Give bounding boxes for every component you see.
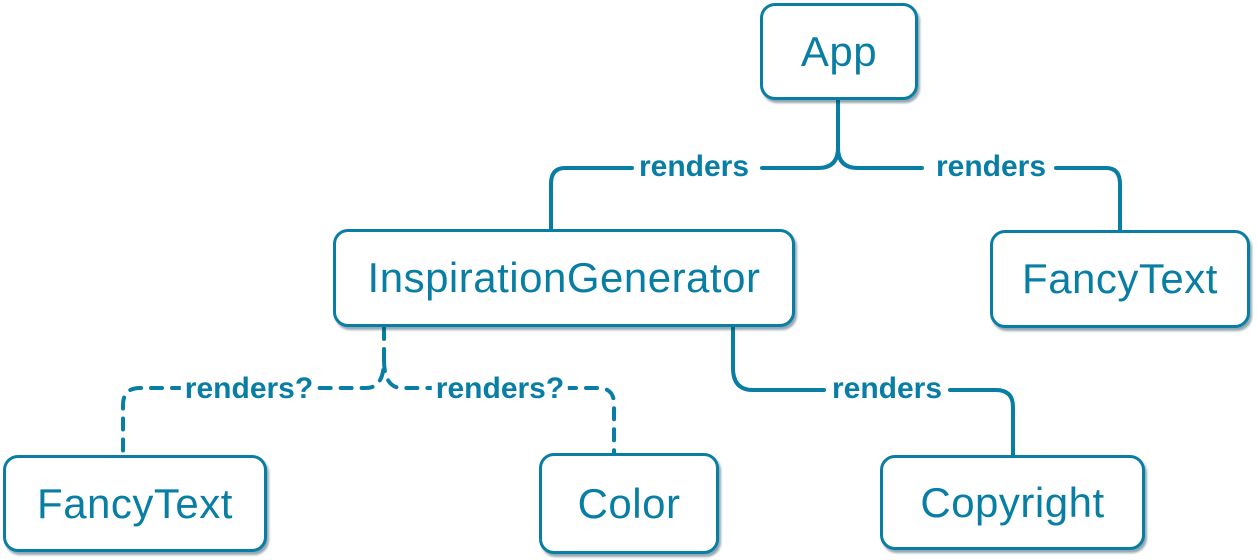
node-fancy-text-bottom: FancyText: [3, 455, 267, 552]
edge-label-app-inspirationgenerator: renders: [634, 150, 754, 184]
edge-label-inspirationgenerator-copyright: renders: [827, 372, 947, 406]
edge-app-to-fancytext: [836, 99, 1122, 233]
node-fancy-text-bottom-label: FancyText: [37, 479, 233, 527]
node-inspiration-generator: InspirationGenerator: [333, 229, 795, 327]
node-copyright-label: Copyright: [920, 478, 1105, 526]
node-copyright: Copyright: [880, 455, 1145, 550]
node-color: Color: [539, 453, 719, 554]
edge-label-inspirationgenerator-color: renders?: [431, 372, 569, 406]
node-app-label: App: [800, 27, 878, 75]
edge-label-app-fancytext: renders: [931, 150, 1051, 184]
edge-inspirationgenerator-to-copyright: [731, 326, 1015, 458]
node-fancy-text-top-label: FancyText: [1022, 255, 1218, 302]
node-app: App: [760, 3, 918, 100]
node-color-label: Color: [577, 479, 681, 527]
edge-inspirationgenerator-to-color: [382, 358, 616, 455]
edge-label-inspirationgenerator-fancytext: renders?: [180, 372, 318, 406]
node-inspiration-generator-label: InspirationGenerator: [367, 254, 761, 301]
node-fancy-text-top: FancyText: [990, 230, 1250, 328]
